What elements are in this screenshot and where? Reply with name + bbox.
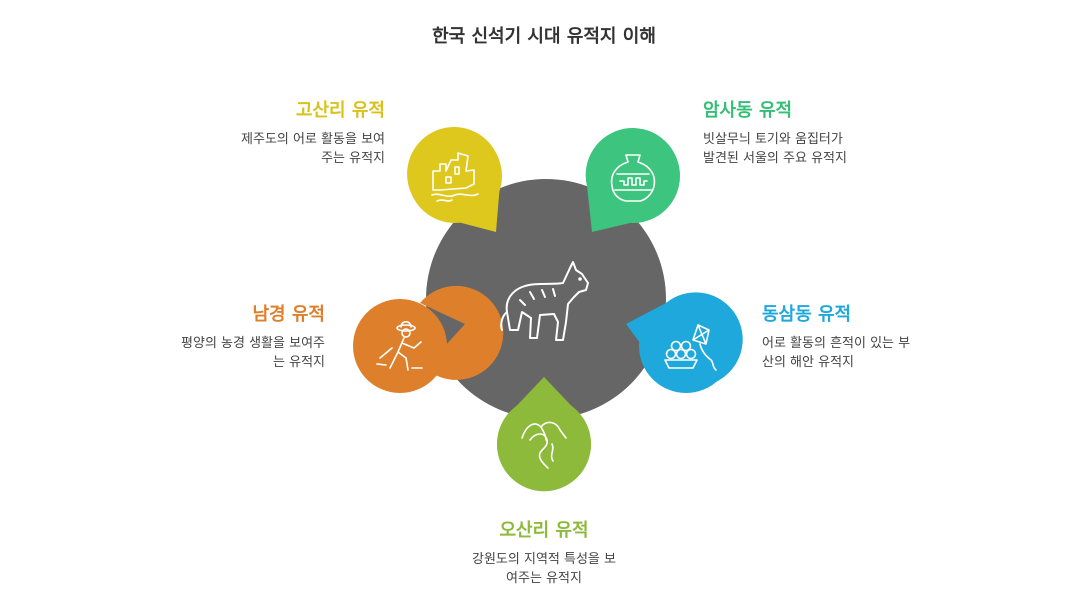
site-desc-namgyeong: 평양의 농경 생활을 보여주 는 유적지: [125, 334, 325, 372]
site-name: 오산리 유적: [499, 520, 588, 541]
desc-line: 주는 유적지: [190, 149, 385, 168]
desc-line: 강원도의 지역적 특성을 보: [434, 550, 654, 569]
site-label-amsadong: 암사동 유적: [703, 96, 863, 122]
desc-line: 어로 활동의 흔적이 있는 부: [762, 334, 967, 353]
site-name: 고산리 유적: [296, 100, 385, 121]
desc-line: 여주는 유적지: [434, 569, 654, 588]
site-name: 남경 유적: [252, 304, 325, 325]
site-desc-dongsamdong: 어로 활동의 흔적이 있는 부 산의 해안 유적지: [762, 334, 967, 372]
petal-amsadong: [586, 128, 680, 232]
desc-line: 발견된 서울의 주요 유적지: [703, 149, 903, 168]
site-name: 암사동 유적: [703, 100, 792, 121]
site-label-osanri: 오산리 유적: [444, 516, 644, 542]
site-label-dongsamdong: 동삼동 유적: [762, 300, 922, 326]
site-desc-gosanri: 제주도의 어로 활동을 보여 주는 유적지: [190, 130, 385, 168]
desc-line: 는 유적지: [125, 353, 325, 372]
site-label-namgyeong: 남경 유적: [180, 300, 325, 326]
desc-line: 빗살무늬 토기와 움집터가: [703, 130, 903, 149]
desc-line: 평양의 농경 생활을 보여주: [125, 334, 325, 353]
site-name: 동삼동 유적: [762, 304, 851, 325]
site-desc-osanri: 강원도의 지역적 특성을 보 여주는 유적지: [434, 550, 654, 588]
site-desc-amsadong: 빗살무늬 토기와 움집터가 발견된 서울의 주요 유적지: [703, 130, 903, 168]
site-label-gosanri: 고산리 유적: [230, 96, 385, 122]
petal-gosanri: [407, 127, 502, 232]
desc-line: 제주도의 어로 활동을 보여: [190, 130, 385, 149]
desc-line: 산의 해안 유적지: [762, 353, 967, 372]
